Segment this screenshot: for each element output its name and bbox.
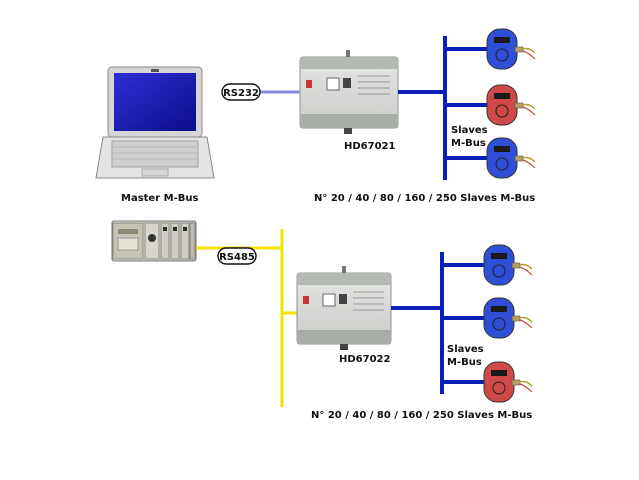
converter-hd67021-icon [299, 50, 399, 134]
svg-text:RS232: RS232 [223, 88, 259, 99]
water-meter-icon [483, 297, 533, 339]
top-slaves-caption: N° 20 / 40 / 80 / 160 / 250 Slaves M-Bus [314, 193, 535, 204]
top-meters [486, 28, 536, 179]
top-mbus-lines [398, 36, 487, 180]
plc-icon [111, 220, 197, 262]
device-hd67022-label: HD67022 [339, 354, 391, 365]
rs232-tag: RS232 [221, 83, 261, 101]
water-meter-icon [486, 28, 536, 70]
bottom-slaves-label-line2: M-Bus [447, 357, 482, 368]
bottom-slaves-caption: N° 20 / 40 / 80 / 160 / 250 Slaves M-Bus [311, 410, 532, 421]
rs485-tag: RS485 [217, 247, 257, 265]
water-meter-icon [486, 84, 536, 126]
water-meter-icon [483, 361, 533, 403]
master-mbus-label: Master M-Bus [121, 193, 198, 204]
device-hd67021-label: HD67021 [344, 141, 396, 152]
bottom-slaves-label-line1: Slaves [447, 344, 484, 355]
bottom-meters [483, 244, 533, 403]
svg-text:RS485: RS485 [219, 252, 255, 263]
converter-hd67022-icon [296, 266, 392, 350]
top-slaves-label-line1: Slaves [451, 125, 488, 136]
laptop-icon [95, 66, 215, 179]
water-meter-icon [483, 244, 533, 286]
top-slaves-label-line2: M-Bus [451, 138, 486, 149]
water-meter-icon [486, 137, 536, 179]
bottom-mbus-lines [391, 252, 484, 394]
